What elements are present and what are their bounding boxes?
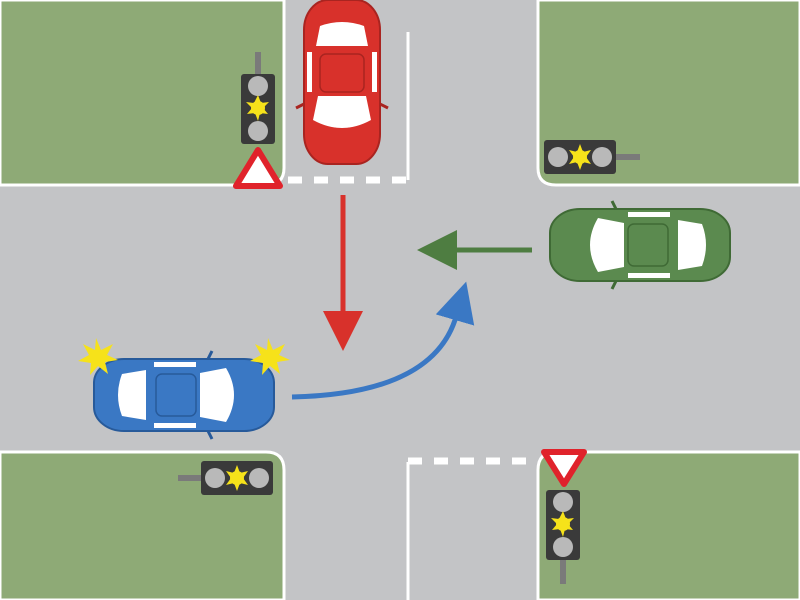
yield-sign-icon: [541, 449, 587, 487]
traffic-signal-south-east: [546, 490, 580, 584]
blue-car-arrow: [291, 281, 475, 400]
green-car: [549, 200, 731, 290]
blue-car: [93, 350, 275, 440]
traffic-signal-north-west: [241, 52, 275, 144]
traffic-signal-north-east: [544, 140, 640, 174]
grass-north-east: [536, 0, 800, 187]
yield-sign-south: [541, 449, 587, 487]
traffic-signal-south-west: [178, 461, 273, 495]
yield-sign-north: [233, 147, 283, 189]
blue-car-hazard-left-icon: [78, 338, 118, 375]
yield-sign-icon: [233, 147, 283, 189]
red-car: [295, 0, 389, 165]
blue-car-hazard-right-icon: [250, 338, 290, 375]
